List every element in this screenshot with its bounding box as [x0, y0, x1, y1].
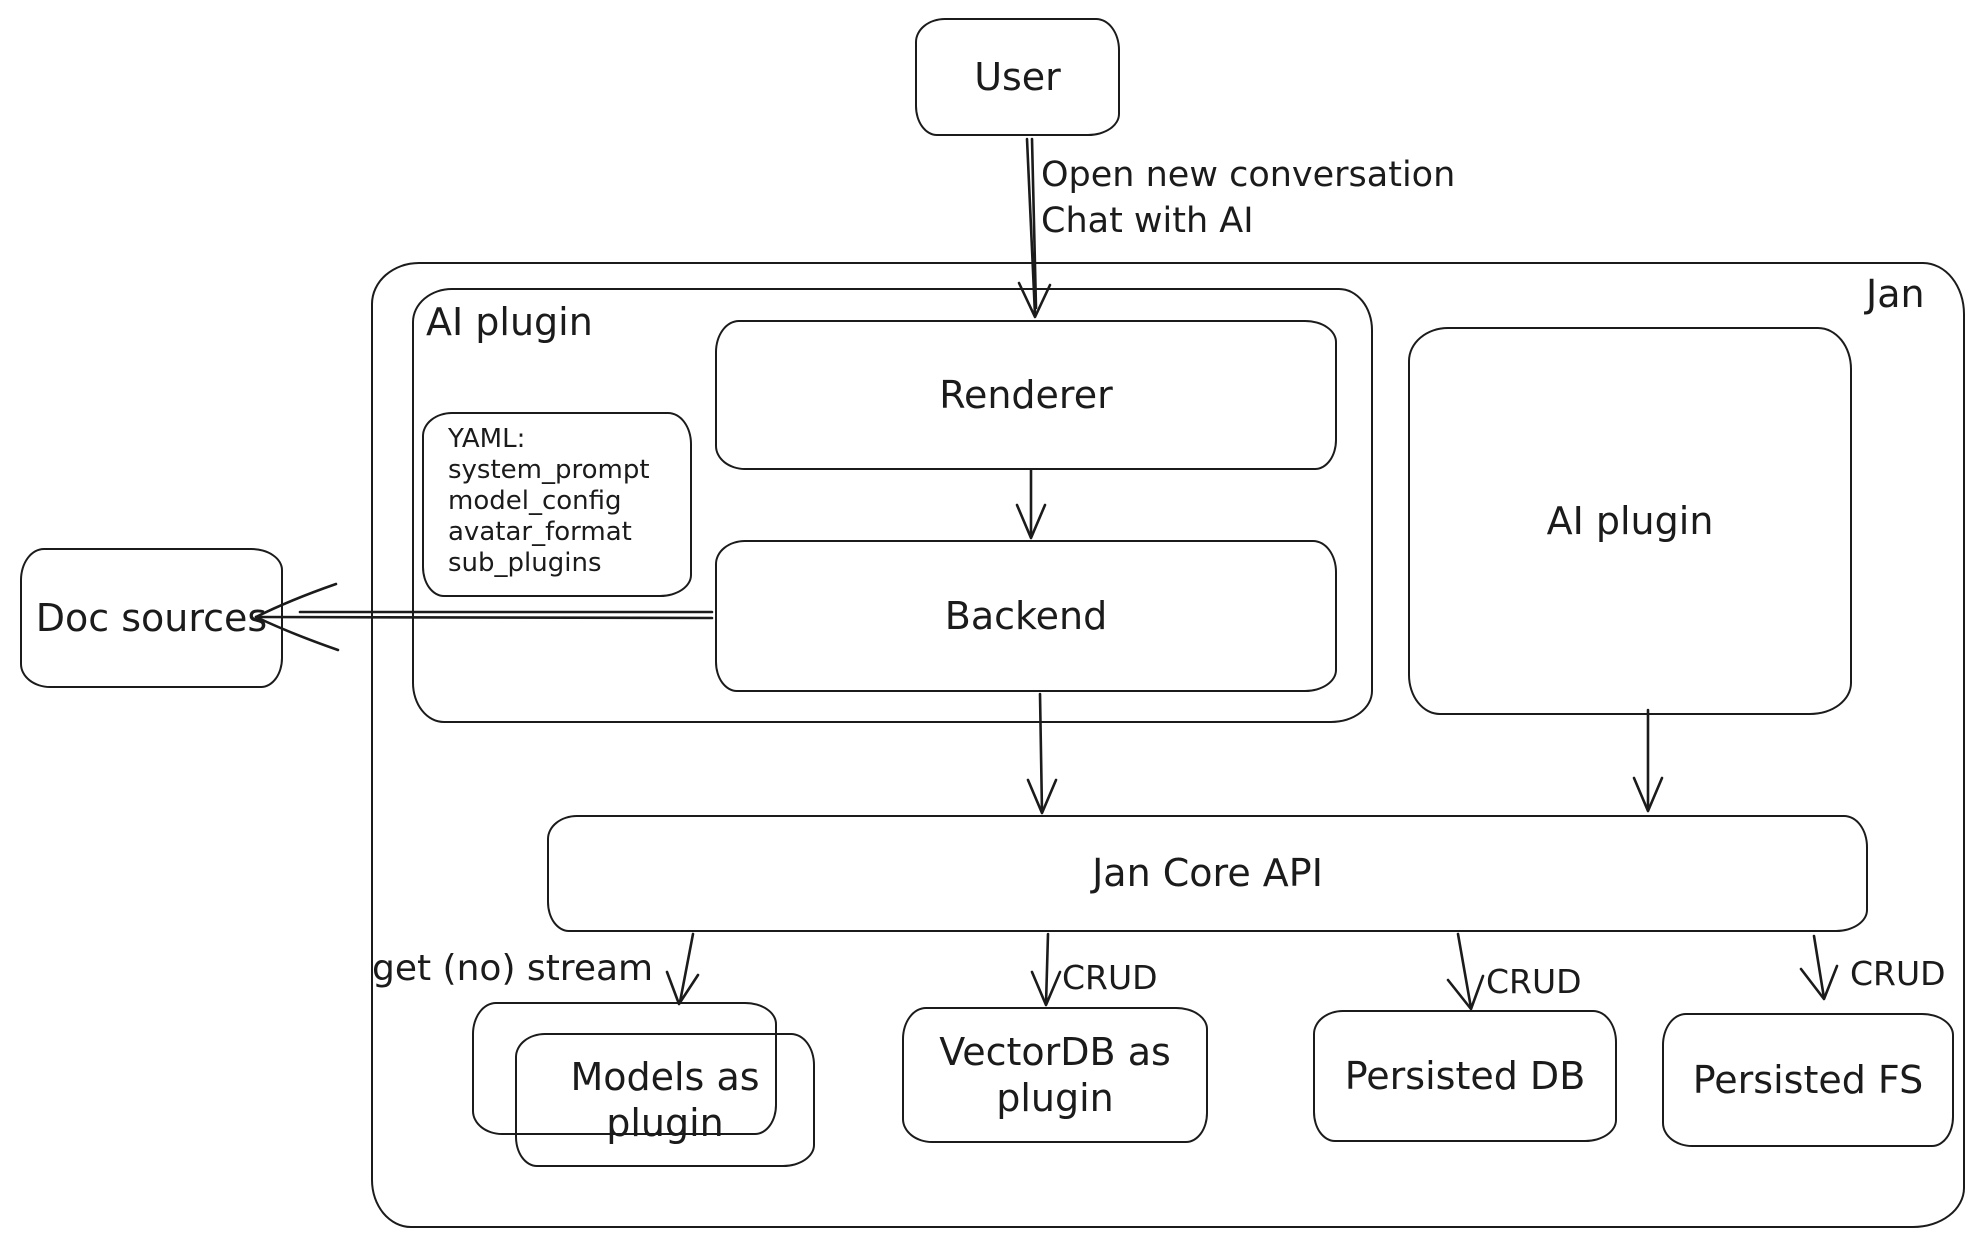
edge-label-line: Chat with AI [1041, 201, 1254, 241]
node-doc-sources-label: Doc sources [35, 595, 268, 640]
node-jan-core-api: Jan Core API [547, 815, 1868, 932]
yaml-note-line: system_prompt [448, 455, 650, 485]
node-vectordb-as-plugin-label: VectorDB as plugin [939, 1029, 1171, 1120]
node-ai-plugin-right-label: AI plugin [1546, 498, 1714, 543]
node-user: User [915, 18, 1120, 136]
node-jan-core-api-label: Jan Core API [1092, 851, 1323, 896]
yaml-note: YAML: system_prompt model_config avatar_… [422, 412, 692, 597]
yaml-note-line: model_config [448, 486, 622, 516]
edge-label-line: Open new conversation [1041, 155, 1456, 195]
node-user-label: User [974, 54, 1061, 99]
node-renderer: Renderer [715, 320, 1337, 470]
edge-label-user-to-renderer: Open new conversation Chat with AI [1041, 152, 1455, 244]
ai-plugin-container-label: AI plugin [426, 300, 593, 344]
node-vectordb-as-plugin: VectorDB as plugin [902, 1007, 1208, 1143]
yaml-note-line: avatar_format [448, 517, 632, 547]
edge-label-crud-persisted-fs: CRUD [1850, 954, 1946, 993]
node-backend: Backend [715, 540, 1337, 692]
node-models-as-plugin-label: Models as plugin [570, 1054, 760, 1145]
jan-container [371, 262, 1965, 1228]
node-persisted-db: Persisted DB [1313, 1010, 1617, 1142]
node-backend-label: Backend [944, 593, 1108, 638]
node-persisted-db-label: Persisted DB [1344, 1053, 1586, 1098]
node-ai-plugin-right: AI plugin [1408, 327, 1852, 715]
ai-plugin-container [412, 288, 1373, 723]
node-models-as-plugin: Models as plugin [515, 1033, 815, 1167]
node-models-as-plugin-back [472, 1002, 777, 1135]
jan-container-label: Jan [1866, 272, 1925, 316]
edge-label-crud-persisted-db: CRUD [1486, 962, 1582, 1001]
node-doc-sources: Doc sources [20, 548, 283, 688]
yaml-note-line: YAML: [448, 424, 526, 454]
edge-label-crud-vectordb: CRUD [1062, 958, 1158, 997]
node-persisted-fs: Persisted FS [1662, 1013, 1954, 1147]
node-renderer-label: Renderer [939, 372, 1113, 417]
node-persisted-fs-label: Persisted FS [1692, 1057, 1924, 1102]
edge-label-get-no-stream: get (no) stream [372, 948, 654, 989]
yaml-note-line: sub_plugins [448, 548, 602, 578]
